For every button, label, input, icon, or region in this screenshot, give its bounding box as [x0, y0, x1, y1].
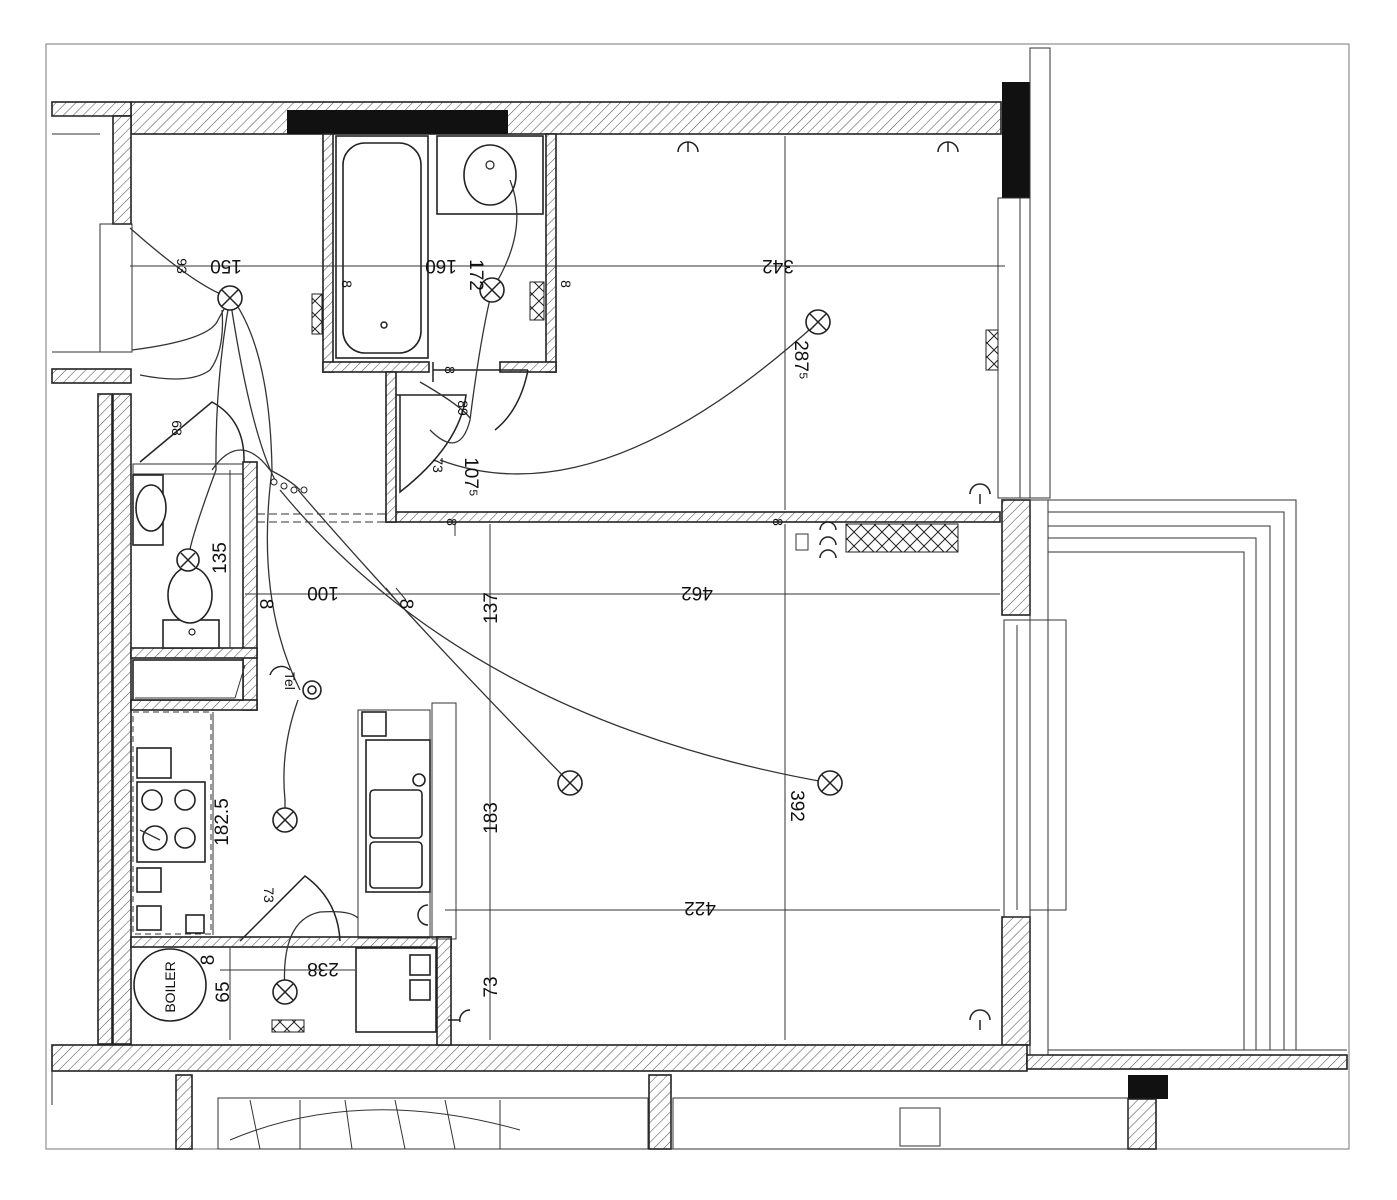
column-bottom-right: [1128, 1075, 1168, 1099]
dimension-lines: [130, 136, 1005, 1040]
shelf: [132, 659, 246, 701]
window-frames: [51, 47, 1347, 1150]
dim-wc-height: 135: [210, 542, 231, 574]
radiators: [271, 281, 999, 1033]
dim-door-89: 89: [455, 400, 471, 416]
electrical-wiring: [129, 179, 831, 993]
column-right-top: [1002, 82, 1030, 198]
dim-door-73-a: 73: [430, 457, 446, 473]
dim-wall-8-partition: 8: [444, 518, 460, 526]
dimension-texts: 150 160 172 342 287⁵ 93 8 8 107⁵ 73 89 8…: [169, 255, 811, 1003]
dim-bottom-73: 73: [481, 976, 502, 997]
dim-wall-8-bath-left: 8: [339, 280, 355, 288]
dim-boiler-238: 238: [307, 958, 339, 979]
bathtub: [335, 135, 429, 359]
dim-boiler-8: 8: [198, 955, 219, 966]
washing-machine: [355, 947, 437, 1033]
dim-mid-100: 100: [307, 582, 339, 603]
dim-bath-width: 150: [210, 255, 242, 276]
dim-mid-8: 8: [395, 599, 416, 610]
dim-wc-door: 68: [169, 420, 185, 436]
dim-kitchen-door: 73: [261, 887, 277, 903]
dim-living-width: 462: [681, 582, 713, 603]
dim-door-93: 93: [174, 258, 190, 274]
dim-wc-wall: 8: [255, 599, 276, 610]
dim-wall-8-bath-right: 8: [558, 280, 574, 288]
bath-washbasin: [436, 135, 544, 215]
dim-living-137: 137: [481, 592, 502, 624]
walls: [51, 82, 1348, 1150]
boiler: BOILER: [133, 948, 207, 1022]
wc-fixtures: [132, 463, 244, 649]
ceiling-lamps: [176, 277, 843, 1005]
kitchen-left-counter: [132, 711, 212, 935]
dim-wall-8-corridor: 8: [442, 366, 458, 374]
doors: [139, 362, 529, 942]
dim-wall-8-bedroom: 8: [770, 518, 786, 526]
telephone-label: Tel: [282, 672, 298, 690]
boiler-label: BOILER: [162, 961, 178, 1012]
dim-living-422: 422: [684, 897, 716, 918]
dim-kitchen-height: 182.5: [212, 798, 233, 846]
dim-bath-height: 172: [465, 259, 486, 291]
dim-living-392: 392: [786, 790, 807, 822]
dim-corridor-height: 107⁵: [460, 457, 481, 497]
dim-bedroom-width: 342: [762, 255, 794, 276]
dim-bedroom-height: 287⁵: [790, 340, 811, 380]
dim-boiler-65: 65: [213, 981, 234, 1002]
chimney-block-top: [287, 110, 508, 134]
dim-living-183: 183: [481, 802, 502, 834]
sockets: [269, 141, 991, 1030]
kitchen-sink-counter: [357, 702, 457, 940]
dim-bathtub: 160: [425, 255, 457, 276]
